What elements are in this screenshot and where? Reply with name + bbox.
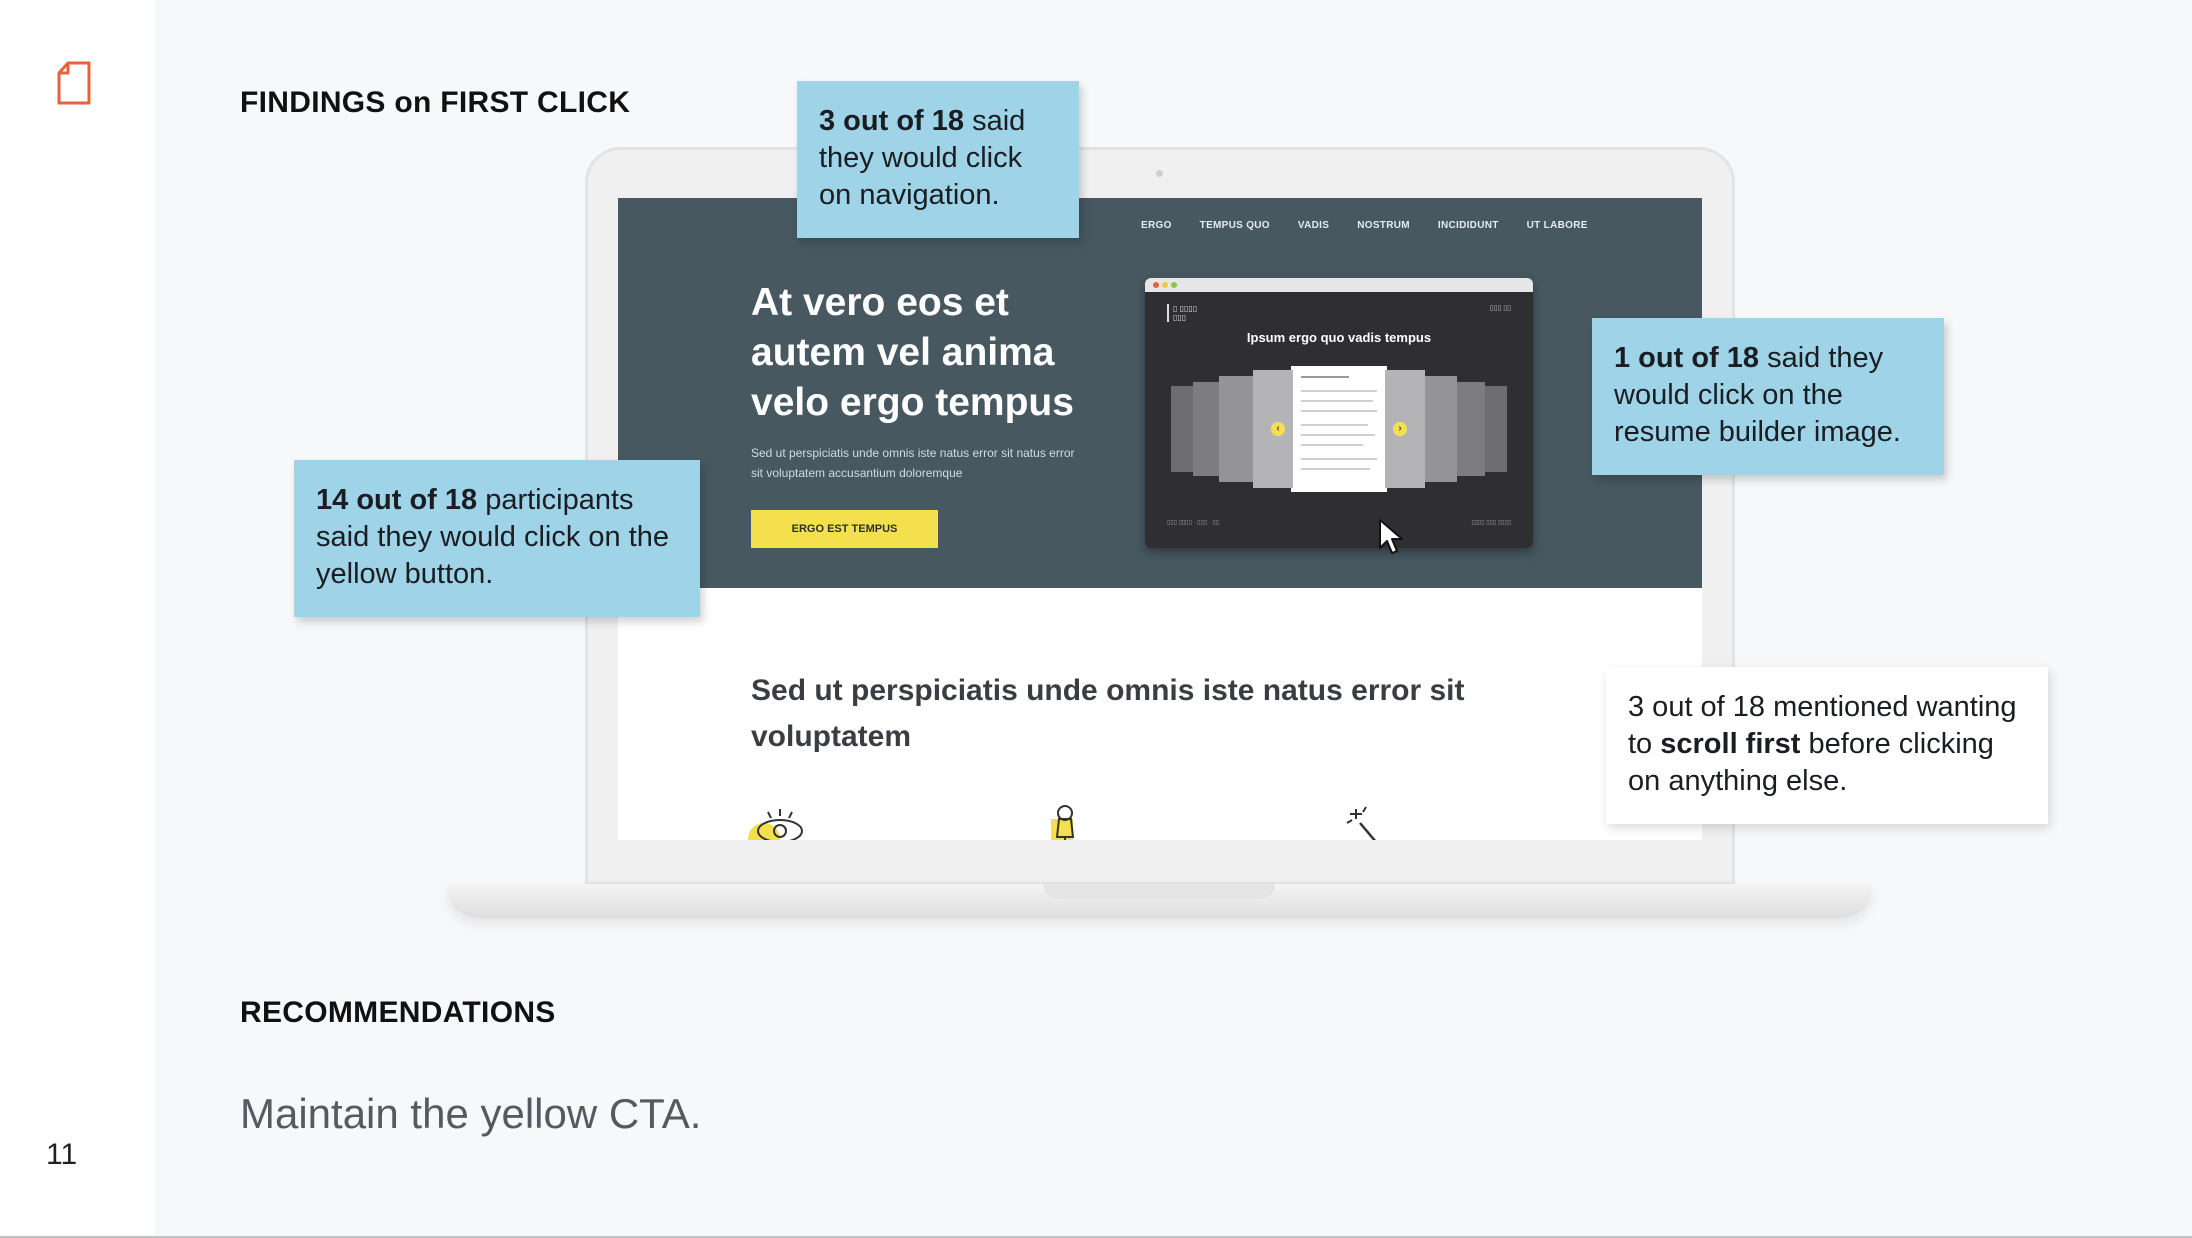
hero-title: At vero eos et autem vel anima velo ergo… bbox=[751, 281, 1074, 424]
callout-yellow-button-count: 14 out of 18 bbox=[316, 484, 478, 516]
section-title: Sed ut perspiciatis unde omnis iste natu… bbox=[751, 674, 1465, 753]
callout-resume-image-count: 1 out of 18 bbox=[1614, 342, 1760, 374]
yellow-cta-button[interactable]: ERGO EST TEMPUS bbox=[751, 510, 938, 548]
callout-scroll-first: 3 out of 18 mentioned wanting to scroll … bbox=[1606, 667, 2048, 824]
document-icon bbox=[57, 61, 91, 105]
recommendation-text: Maintain the yellow CTA. bbox=[240, 1090, 702, 1137]
magic-wand-icon bbox=[1346, 806, 1377, 840]
findings-heading: FINDINGS on FIRST CLICK bbox=[240, 86, 631, 119]
callout-yellow-button-text: participants said they would click on th… bbox=[316, 484, 670, 590]
mock-signin: ▯▯▯ ▯▯ bbox=[1489, 305, 1511, 312]
hero-section: ERGO TEMPUS QUO VADIS NOSTRUM INCIDIDUNT… bbox=[618, 198, 1702, 588]
mouse-cursor-icon bbox=[1379, 519, 1403, 554]
callout-resume-image: 1 out of 18 said they would click on the… bbox=[1592, 318, 1944, 475]
resume-preview bbox=[1291, 366, 1387, 492]
mock-footer-right: ▯▯▯▯ ▯▯▯ ▯▯▯▯ bbox=[1471, 520, 1511, 526]
callout-scroll-first-post: before clicking on anything else. bbox=[1628, 728, 1994, 797]
nav-item-nostrum[interactable]: NOSTRUM bbox=[1357, 220, 1410, 231]
recommendations-heading: RECOMMENDATIONS bbox=[240, 996, 556, 1029]
nav-item-ut-labore[interactable]: UT LABORE bbox=[1526, 220, 1588, 231]
nav-item-vadis[interactable]: VADIS bbox=[1297, 220, 1330, 231]
nav-item-tempus-quo[interactable]: TEMPUS QUO bbox=[1199, 220, 1270, 231]
site-nav: ERGO TEMPUS QUO VADIS NOSTRUM INCIDIDUNT… bbox=[1141, 220, 1588, 231]
mock-footer-left: ▯▯▯ ▯▯▯▯ · ▯▯▯ · ▯▯ bbox=[1167, 520, 1219, 526]
callout-resume-image-text: said they would click on the resume buil… bbox=[1614, 342, 1901, 448]
callout-navigation-count: 3 out of 18 bbox=[819, 105, 965, 137]
callout-scroll-first-pre: 3 out of 18 mentioned wanting to bbox=[1628, 691, 2017, 760]
mock-browser-bar bbox=[1145, 278, 1533, 292]
callout-scroll-first-bold: scroll first bbox=[1660, 728, 1801, 760]
slide-bottom-border bbox=[0, 1236, 2192, 1238]
hero-subtitle: Sed ut perspiciatis unde omnis iste natu… bbox=[751, 446, 1075, 480]
slide-sidebar: 11 bbox=[0, 0, 155, 1236]
nav-item-ergo[interactable]: ERGO bbox=[1141, 220, 1172, 231]
eye-icon bbox=[748, 809, 803, 840]
chevron-left-icon[interactable]: ‹ bbox=[1271, 422, 1285, 436]
chevron-right-icon[interactable]: › bbox=[1393, 422, 1407, 436]
resume-builder-image[interactable]: ▯ ▯▯▯▯▯▯▯ ▯▯▯ ▯▯ Ipsum ergo quo vadis te… bbox=[1145, 278, 1533, 548]
mock-logo: ▯ ▯▯▯▯▯▯▯ bbox=[1167, 304, 1197, 322]
nav-item-incididunt[interactable]: INCIDIDUNT bbox=[1437, 220, 1499, 231]
pushpin-icon bbox=[1051, 805, 1075, 840]
laptop-notch bbox=[1043, 884, 1275, 899]
callout-navigation: 3 out of 18 said they would click on nav… bbox=[797, 81, 1079, 238]
laptop-camera bbox=[1156, 170, 1163, 177]
callout-yellow-button: 14 out of 18 participants said they woul… bbox=[294, 460, 700, 617]
mockup-title: Ipsum ergo quo vadis tempus bbox=[1246, 330, 1432, 345]
callout-navigation-text: said they would click on navigation. bbox=[819, 105, 1026, 211]
website-screenshot: ERGO TEMPUS QUO VADIS NOSTRUM INCIDIDUNT… bbox=[618, 198, 1702, 840]
page-number: 11 bbox=[46, 1138, 78, 1171]
